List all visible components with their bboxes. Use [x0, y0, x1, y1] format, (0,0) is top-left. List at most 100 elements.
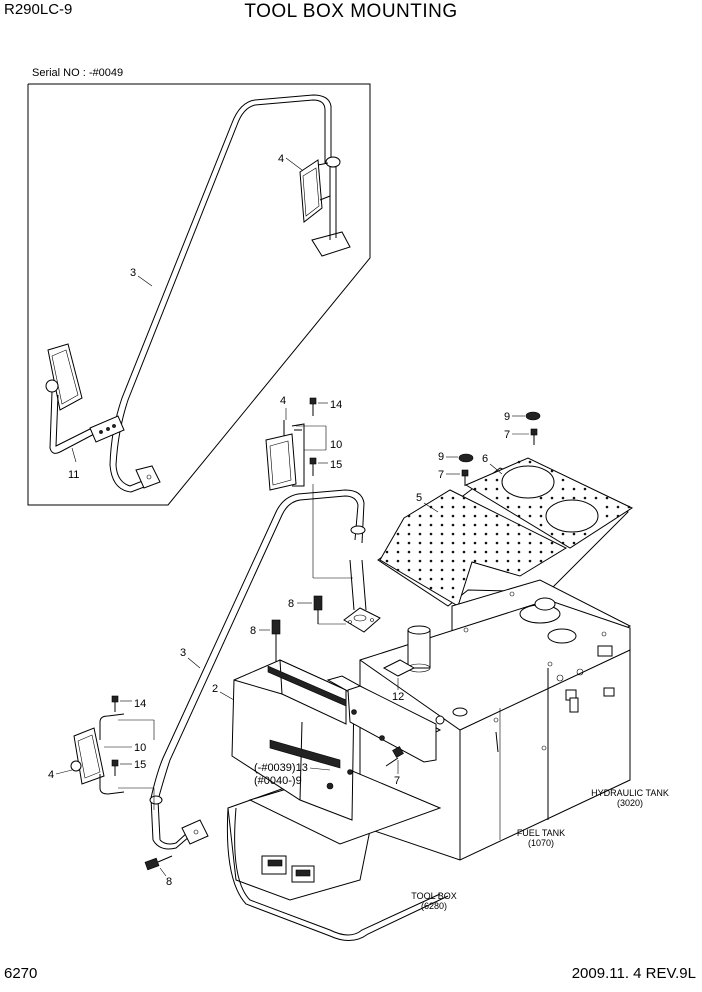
- perforation-hole: [506, 523, 510, 527]
- lower-mirror-assembly: [70, 695, 173, 871]
- callout-7-toolbox: 7: [394, 775, 400, 787]
- tool-box-code: (6280): [421, 901, 447, 911]
- perforation-hole: [594, 496, 598, 500]
- perforation-hole: [495, 514, 499, 518]
- inset-callout-3: 3: [130, 267, 136, 279]
- perforation-hole: [385, 559, 389, 563]
- callout-9-lower: 9: [438, 451, 444, 463]
- perforation-hole: [407, 559, 411, 563]
- callout-7-lower: 7: [438, 469, 444, 481]
- perforation-hole: [506, 541, 510, 545]
- callout-9-top: 9: [504, 411, 510, 423]
- perforation-hole: [440, 586, 444, 590]
- perforation-hole: [495, 541, 499, 545]
- perforation-hole: [462, 541, 466, 545]
- perforation-hole: [418, 541, 422, 545]
- perforation-hole: [550, 541, 554, 545]
- perforation-hole: [528, 559, 532, 563]
- perforation-hole: [484, 478, 488, 482]
- perforation-hole: [517, 541, 521, 545]
- perforation-hole: [451, 532, 455, 536]
- page-number: 6270: [4, 965, 38, 982]
- perforation-hole: [440, 523, 444, 527]
- perforation-hole: [517, 532, 521, 536]
- perforation-hole: [418, 523, 422, 527]
- perforation-hole: [429, 541, 433, 545]
- perforation-hole: [473, 514, 477, 518]
- perforation-hole: [385, 550, 389, 554]
- perforation-hole: [484, 559, 488, 563]
- callout-8-lower: 8: [166, 876, 172, 888]
- perforation-hole: [418, 532, 422, 536]
- perforation-hole: [451, 577, 455, 581]
- perforation-hole: [506, 505, 510, 509]
- fuel-tank-code: (1070): [528, 838, 554, 848]
- perforation-hole: [473, 532, 477, 536]
- perforation-hole: [473, 523, 477, 527]
- perforation-hole: [451, 595, 455, 599]
- perforation-hole: [495, 478, 499, 482]
- perforation-hole: [484, 541, 488, 545]
- perforation-hole: [495, 559, 499, 563]
- perforation-hole: [418, 577, 422, 581]
- perforation-hole: [506, 559, 510, 563]
- perforation-hole: [407, 514, 411, 518]
- perforation-hole: [473, 550, 477, 554]
- callout-4-upper: 4: [280, 395, 286, 407]
- perforation-hole: [462, 523, 466, 527]
- callout-10-lower: 10: [134, 742, 146, 754]
- callout-2: 2: [212, 683, 218, 695]
- perforation-hole: [440, 496, 444, 500]
- inset-callout-4: 4: [278, 153, 284, 165]
- perforation-hole: [462, 568, 466, 572]
- perforation-hole: [561, 532, 565, 536]
- perforation-hole: [440, 577, 444, 581]
- perforation-hole: [440, 541, 444, 545]
- tool-box-label: TOOL BOX: [411, 891, 457, 901]
- perforation-hole: [462, 550, 466, 554]
- perforation-hole: [550, 496, 554, 500]
- perforation-hole: [528, 460, 532, 464]
- perforation-hole: [517, 568, 521, 572]
- perforation-hole: [440, 550, 444, 554]
- perforation-hole: [572, 496, 576, 500]
- perforation-hole: [528, 514, 532, 518]
- callout-15-lower: 15: [134, 759, 146, 771]
- tank-assembly: [359, 579, 632, 861]
- callout-3-main: 3: [180, 647, 186, 659]
- perforation-hole: [418, 550, 422, 554]
- perforation-hole: [418, 559, 422, 563]
- perforation-hole: [429, 514, 433, 518]
- perforation-hole: [539, 505, 543, 509]
- perforation-hole: [484, 550, 488, 554]
- callout-8-middle: 8: [250, 625, 256, 637]
- callout-5: 5: [416, 492, 422, 504]
- perforation-hole: [506, 568, 510, 572]
- perforation-hole: [517, 460, 521, 464]
- perforation-hole: [440, 505, 444, 509]
- perforation-hole: [462, 532, 466, 536]
- perforation-hole: [429, 550, 433, 554]
- perforation-hole: [605, 496, 609, 500]
- callout-12: 12: [392, 691, 404, 703]
- upper-mirror-assembly: [265, 397, 353, 579]
- perforation-hole: [440, 568, 444, 572]
- callout-14-lower: 14: [134, 698, 146, 710]
- perforation-hole: [561, 496, 565, 500]
- perforation-hole: [429, 523, 433, 527]
- perforation-hole: [539, 550, 543, 554]
- inset-callout-11: 11: [68, 469, 79, 481]
- perforation-hole: [484, 487, 488, 491]
- perforation-hole: [572, 487, 576, 491]
- perforation-hole: [506, 532, 510, 536]
- perforation-hole: [561, 487, 565, 491]
- callout-7-top: 7: [504, 429, 510, 441]
- perforation-hole: [451, 505, 455, 509]
- perforation-hole: [396, 559, 400, 563]
- perforation-hole: [429, 577, 433, 581]
- perforation-hole: [517, 550, 521, 554]
- perforation-hole: [440, 514, 444, 518]
- perforation-hole: [539, 541, 543, 545]
- perforation-hole: [451, 523, 455, 527]
- perforation-hole: [473, 487, 477, 491]
